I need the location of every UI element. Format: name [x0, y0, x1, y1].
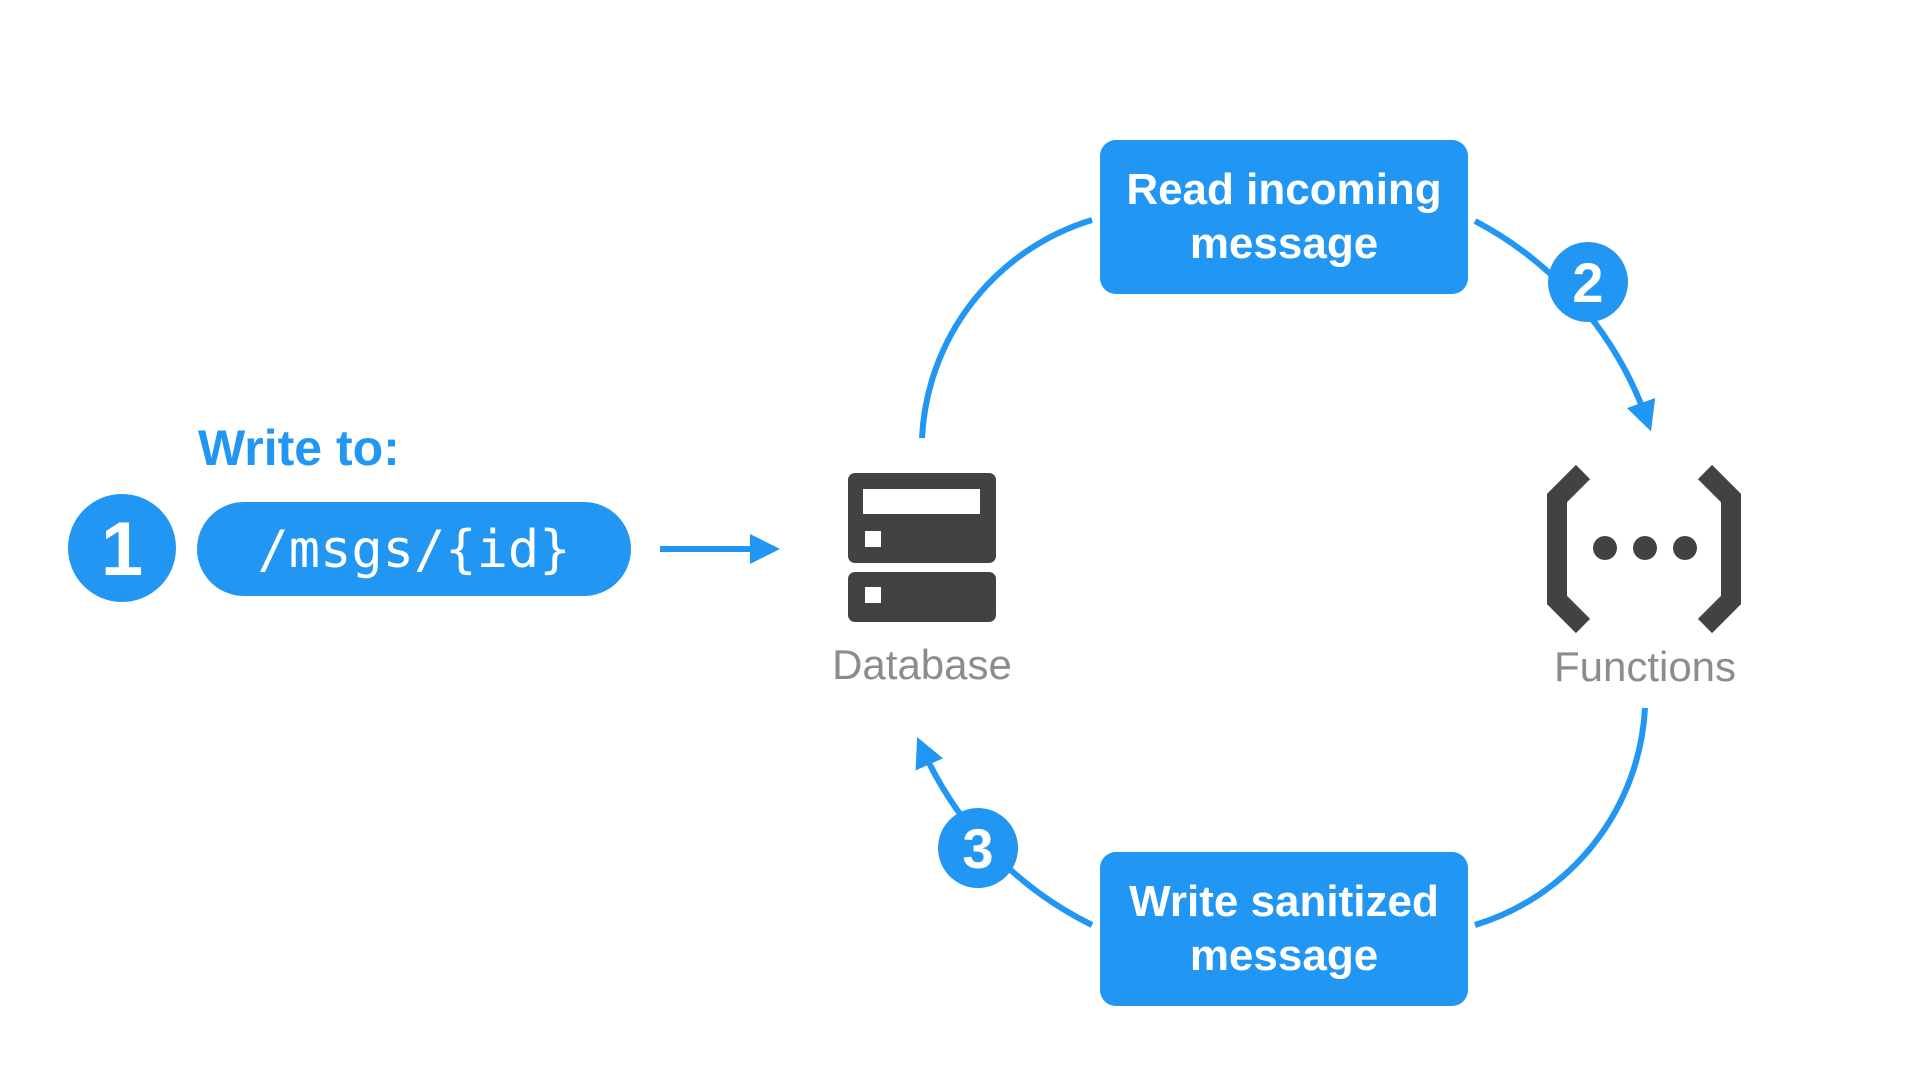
read-step: Read incoming message 2: [1100, 140, 1628, 322]
path-pill: [197, 502, 631, 596]
database-label: Database: [832, 641, 1012, 688]
step-3-number: 3: [962, 817, 993, 880]
write-message-box: [1100, 852, 1468, 1006]
step-2-badge: [1548, 242, 1628, 322]
read-message-line-2: message: [1190, 219, 1378, 268]
step-3-badge: [938, 808, 1018, 888]
write-message-line-2: message: [1190, 931, 1378, 980]
functions-icon: [1547, 464, 1741, 634]
step-1-badge: [68, 494, 176, 602]
write-to-label: Write to:: [198, 420, 400, 476]
step-2-number: 2: [1572, 251, 1603, 314]
read-message-box: [1100, 140, 1468, 294]
step-1-number: 1: [101, 507, 143, 592]
read-message-line-1: Read incoming: [1126, 165, 1441, 214]
database-icon: [848, 473, 996, 622]
write-step: Write sanitized message 3: [938, 808, 1468, 1006]
path-label: /msgs/{id}: [257, 520, 570, 580]
arc-read-to-functions: [1473, 218, 1656, 432]
write-message-line-1: Write sanitized: [1129, 877, 1439, 926]
database-node: Database: [832, 473, 1012, 688]
functions-node: Functions: [1547, 464, 1741, 690]
write-to-group: Write to: 1 /msgs/{id}: [68, 420, 780, 602]
functions-label: Functions: [1554, 643, 1736, 690]
arc-database-to-read: [919, 217, 1093, 439]
arc-functions-to-write: [1474, 707, 1648, 928]
